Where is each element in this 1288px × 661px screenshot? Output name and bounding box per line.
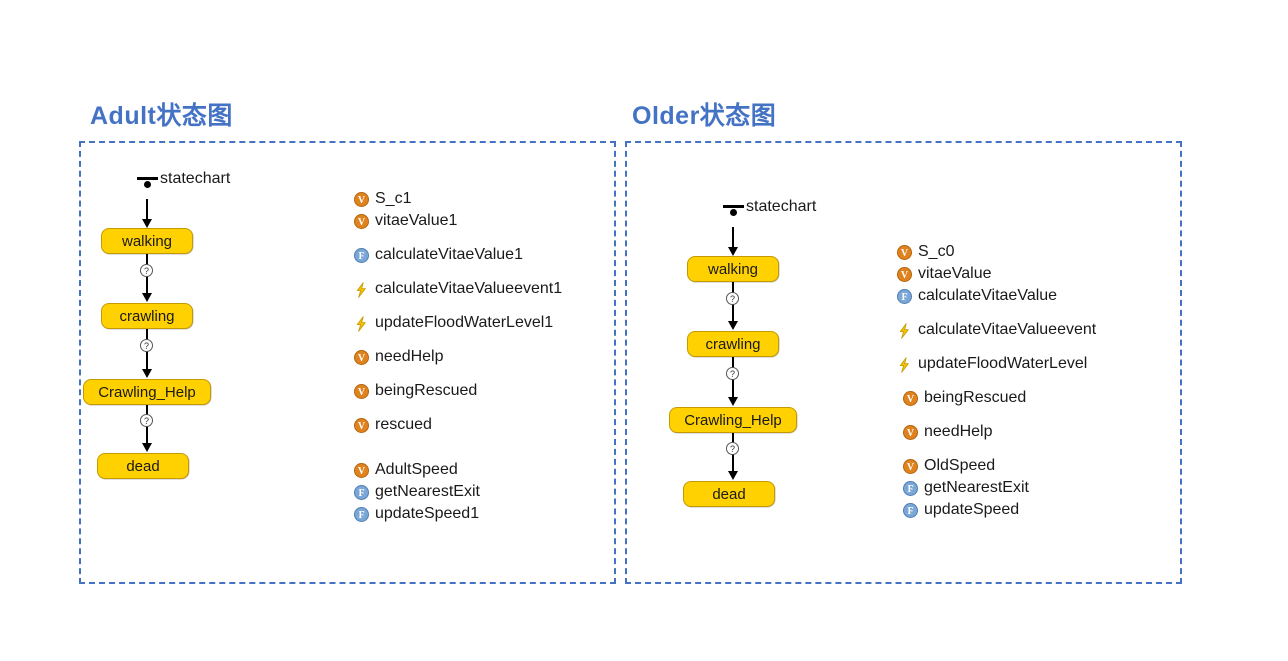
legend-item-label: AdultSpeed bbox=[375, 461, 458, 478]
state-node-crawling-help[interactable]: Crawling_Help bbox=[83, 379, 211, 405]
legend-item-label: updateSpeed1 bbox=[375, 505, 480, 522]
legend-item-label: beingRescued bbox=[375, 382, 478, 399]
function-icon: F bbox=[903, 480, 918, 496]
event-icon bbox=[354, 281, 369, 298]
legend-item-label: updateFloodWaterLevel bbox=[918, 355, 1088, 372]
statechart-label: statechart bbox=[160, 170, 231, 187]
event-icon bbox=[354, 315, 369, 332]
legend-item[interactable]: calculateVitaeValueevent bbox=[897, 319, 1096, 341]
variable-icon: V bbox=[354, 462, 369, 478]
variable-icon: V bbox=[897, 266, 912, 282]
transition-marker[interactable]: ? bbox=[140, 264, 153, 277]
transition-marker[interactable]: ? bbox=[726, 367, 739, 380]
transition-marker[interactable]: ? bbox=[726, 442, 739, 455]
legend-item-label: vitaeValue bbox=[918, 265, 992, 282]
legend-item[interactable]: V AdultSpeed bbox=[354, 459, 562, 481]
variable-icon: V bbox=[354, 191, 369, 207]
legend-item[interactable]: updateFloodWaterLevel1 bbox=[354, 312, 562, 334]
variable-icon: V bbox=[903, 458, 918, 474]
legend-item-label: updateFloodWaterLevel1 bbox=[375, 314, 554, 331]
function-icon: F bbox=[354, 247, 369, 263]
legend-item[interactable]: calculateVitaeValueevent1 bbox=[354, 278, 562, 300]
initial-dot-icon bbox=[730, 209, 737, 216]
panel-title-adult: Adult状态图 bbox=[90, 102, 233, 130]
legend-item-label: calculateVitaeValue1 bbox=[375, 246, 523, 263]
function-icon: F bbox=[354, 484, 369, 500]
transition-marker[interactable]: ? bbox=[140, 339, 153, 352]
legend-item-label: calculateVitaeValueevent1 bbox=[375, 280, 563, 297]
legend-item-label: vitaeValue1 bbox=[375, 212, 458, 229]
transition-marker[interactable]: ? bbox=[140, 414, 153, 427]
initial-dot-icon bbox=[144, 181, 151, 188]
state-node-dead[interactable]: dead bbox=[97, 453, 189, 479]
variable-icon: V bbox=[354, 383, 369, 399]
state-node-crawling[interactable]: crawling bbox=[687, 331, 779, 357]
variable-icon: V bbox=[354, 349, 369, 365]
legend-item-label: needHelp bbox=[375, 348, 444, 365]
event-icon bbox=[897, 322, 912, 339]
legend-item[interactable]: updateFloodWaterLevel bbox=[897, 353, 1096, 375]
state-node-walking[interactable]: walking bbox=[687, 256, 779, 282]
legend-item-label: getNearestExit bbox=[924, 479, 1029, 496]
legend-item[interactable]: V S_c0 bbox=[897, 241, 1096, 263]
state-node-dead[interactable]: dead bbox=[683, 481, 775, 507]
legend-item-label: OldSpeed bbox=[924, 457, 996, 474]
initial-bar-icon bbox=[137, 177, 158, 180]
statechart-label: statechart bbox=[746, 198, 817, 215]
legend-item-label: calculateVitaeValue bbox=[918, 287, 1058, 304]
event-icon bbox=[897, 356, 912, 373]
variable-icon: V bbox=[354, 213, 369, 229]
panel-title-older: Older状态图 bbox=[632, 102, 777, 130]
legend-item-label: S_c1 bbox=[375, 190, 412, 207]
legend-item-label: S_c0 bbox=[918, 243, 955, 260]
legend-item-label: rescued bbox=[375, 416, 432, 433]
initial-state-marker: statechart bbox=[687, 198, 847, 227]
state-node-crawling[interactable]: crawling bbox=[101, 303, 193, 329]
state-node-walking[interactable]: walking bbox=[101, 228, 193, 254]
variable-icon: V bbox=[903, 424, 918, 440]
function-icon: F bbox=[354, 506, 369, 522]
variable-icon: V bbox=[897, 244, 912, 260]
legend-item[interactable]: V OldSpeed bbox=[903, 455, 1096, 477]
legend-item-label: getNearestExit bbox=[375, 483, 480, 500]
legend-item-label: needHelp bbox=[924, 423, 993, 440]
function-icon: F bbox=[903, 502, 918, 518]
panel-adult: statechart walking ? crawling ? Crawling… bbox=[79, 141, 616, 584]
transition-marker[interactable]: ? bbox=[726, 292, 739, 305]
panel-older: statechart walking ? crawling ? Crawling… bbox=[625, 141, 1182, 584]
variable-icon: V bbox=[354, 417, 369, 433]
initial-bar-icon bbox=[723, 205, 744, 208]
legend-item[interactable]: V S_c1 bbox=[354, 188, 562, 210]
function-icon: F bbox=[897, 288, 912, 304]
state-node-crawling-help[interactable]: Crawling_Help bbox=[669, 407, 797, 433]
variable-icon: V bbox=[903, 390, 918, 406]
legend-item-label: updateSpeed bbox=[924, 501, 1020, 518]
initial-state-marker: statechart bbox=[101, 170, 261, 199]
legend-item-label: calculateVitaeValueevent bbox=[918, 321, 1097, 338]
legend-item-label: beingRescued bbox=[924, 389, 1027, 406]
